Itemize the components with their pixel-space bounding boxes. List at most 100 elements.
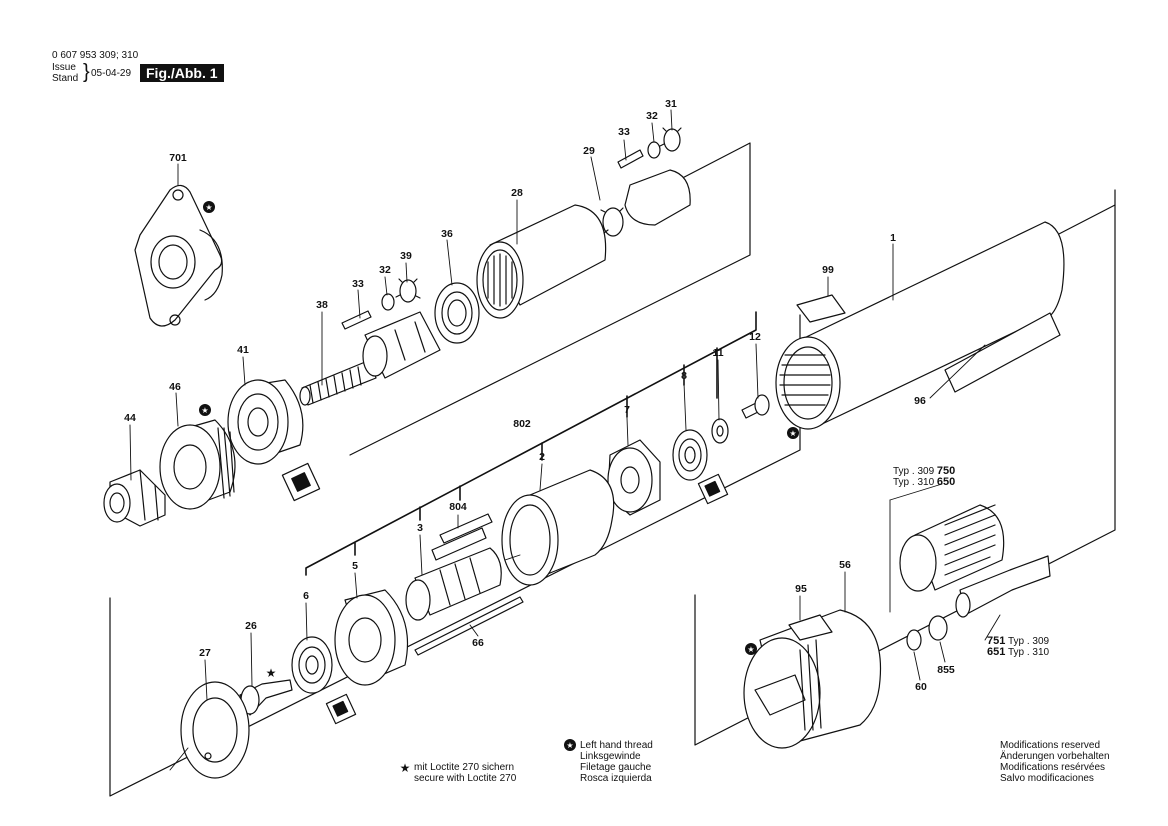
variant-bottom-751: 751 [987, 635, 1006, 647]
left-thread-markers [199, 201, 799, 751]
ball-bearing-6-part [291, 636, 333, 694]
callout-31: 31 [665, 98, 677, 110]
issue-stand-label: Issue Stand [52, 62, 86, 84]
callout-46: 46 [169, 381, 181, 393]
loctite-star-icon-26: ★ [266, 666, 277, 680]
bearing-32-lower [381, 293, 395, 311]
cylinder-2-part [501, 469, 615, 586]
ball-bearing-36-part [434, 282, 480, 344]
callout-66: 66 [472, 637, 484, 649]
bracket-802 [305, 311, 757, 576]
variant-bottom-typ310: Typ . 310 [1007, 647, 1050, 658]
loctite-star-icon-legend: ★ [400, 761, 411, 775]
bearing-tool-symbol-6 [325, 693, 357, 725]
callout-56: 56 [839, 559, 851, 571]
end-cap-56-part [743, 609, 882, 749]
bearing-tool-symbol-8 [697, 473, 729, 505]
callout-96: 96 [914, 395, 926, 407]
brace-glyph: } [83, 61, 90, 83]
callout-29: 29 [583, 145, 595, 157]
nut-44-part [103, 469, 166, 527]
filter-60-part [906, 629, 922, 651]
callout-41: 41 [237, 344, 249, 356]
svg-text:★: ★ [201, 406, 208, 415]
gear-39 [395, 278, 421, 303]
washer-11-part [711, 418, 729, 444]
issue-date: 05-04-29 [91, 68, 132, 79]
variant-top-750: 750 [936, 465, 956, 477]
callout-855: 855 [937, 664, 955, 676]
front-plate-5-part [334, 589, 408, 686]
callout-7: 7 [624, 404, 630, 416]
left-thread-icon-1 [787, 427, 799, 439]
ball-bearing-41-part [227, 379, 304, 465]
pin-33-upper [617, 149, 644, 169]
label-band-96 [944, 312, 1061, 393]
gear-26-part [239, 679, 293, 716]
label-band-99 [796, 294, 846, 323]
callout-36: 36 [441, 228, 453, 240]
loctite-note: mit Loctite 270 sichern secure with Loct… [414, 762, 517, 784]
callout-6: 6 [303, 590, 309, 602]
svg-text:★: ★ [566, 741, 573, 750]
callout-3: 3 [417, 522, 423, 534]
ball-bearing-8-part [672, 429, 708, 481]
callout-33-upper: 33 [618, 126, 630, 138]
callout-27: 27 [199, 647, 211, 659]
label-band-95 [788, 614, 833, 641]
variant-top: Typ . 309 750 Typ . 310 650 [893, 465, 956, 489]
left-thread-icon-56 [745, 643, 757, 655]
gasket-27-part [180, 681, 250, 779]
gear-31 [659, 127, 682, 152]
pin-66-part [414, 596, 524, 656]
variant-bottom-651: 651 [987, 646, 1006, 658]
leader-lines [129, 109, 1001, 771]
variant-top-typ310: Typ . 310 [893, 477, 935, 488]
callout-802: 802 [513, 418, 531, 430]
callout-28: 28 [511, 187, 523, 199]
callout-1: 1 [890, 232, 896, 244]
variant-top-typ309: Typ . 309 [893, 466, 935, 477]
screw-12-part [741, 394, 770, 419]
rotor-shaft-38-part [299, 311, 441, 406]
bearing-tool-symbol-41 [281, 462, 321, 502]
svg-text:★: ★ [205, 203, 212, 212]
issue-label: Issue Stand [52, 62, 79, 84]
modifications-note: Modifications reserved Änderungen vorbeh… [1000, 740, 1110, 784]
figure-badge: Fig./Abb. 1 [140, 64, 224, 82]
loctite-star-markers: ★ ★ [266, 666, 411, 775]
callout-8: 8 [681, 370, 687, 382]
callout-32-lower: 32 [379, 264, 391, 276]
callout-39: 39 [400, 250, 412, 262]
end-plate-7-part [607, 439, 661, 516]
variant-bottom: 751 Typ . 309 651 Typ . 310 [987, 635, 1050, 659]
left-thread-icon-46 [199, 404, 211, 416]
callout-95: 95 [795, 583, 807, 595]
left-thread-note: Left hand thread Linksgewinde Filetage g… [580, 740, 653, 784]
left-thread-icon-legend [564, 739, 576, 751]
callout-12: 12 [749, 331, 761, 343]
callout-26: 26 [245, 620, 257, 632]
o-ring-855-part [928, 615, 948, 641]
callout-11: 11 [712, 347, 724, 359]
callout-99: 99 [822, 264, 834, 276]
silencer-750-650-part [899, 504, 1005, 592]
callout-804: 804 [449, 501, 467, 513]
left-thread-icon-701 [203, 201, 215, 213]
variant-top-650: 650 [936, 476, 956, 488]
flange-701-part [134, 184, 223, 327]
hose-nipple-751-651-part [955, 555, 1051, 618]
callout-60: 60 [915, 681, 927, 693]
callout-701: 701 [169, 152, 187, 164]
part-number-code: 0 607 953 309; 310 [52, 50, 139, 61]
bearing-32-upper [647, 141, 661, 159]
callout-5: 5 [352, 560, 358, 572]
threaded-ring-46-part [159, 419, 236, 510]
pin-33-lower [341, 310, 372, 330]
rotor-3-part [405, 547, 502, 621]
callout-38: 38 [316, 299, 328, 311]
rear-plate-29-part [600, 169, 691, 237]
callout-2: 2 [539, 451, 545, 463]
left-thread-marker-stars: ★★★★★ [201, 203, 796, 750]
